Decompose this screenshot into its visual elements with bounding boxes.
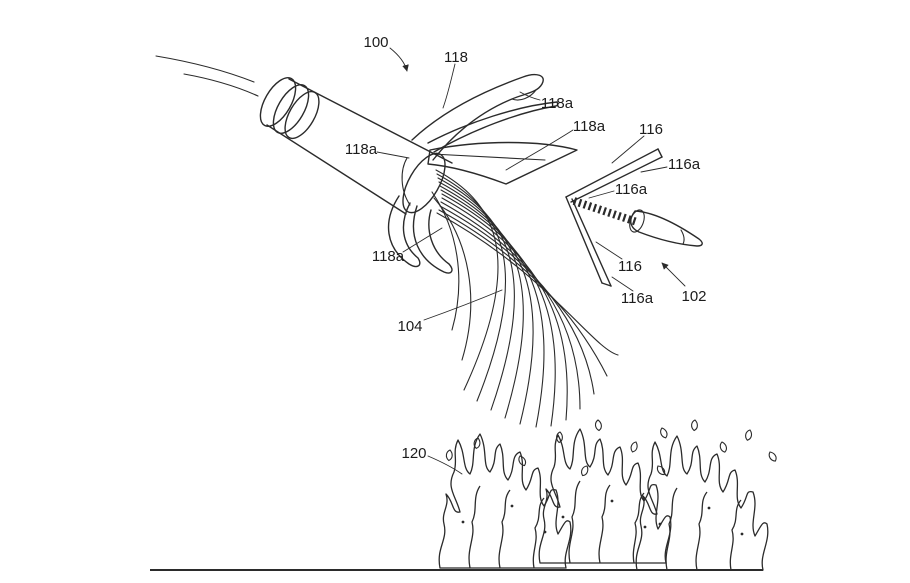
label-116a-bottom: 116a <box>621 290 654 307</box>
leader-116a-right <box>640 166 668 173</box>
petal-right-blade <box>427 141 578 185</box>
label-118a-top: 118a <box>541 95 574 112</box>
streamer <box>431 191 460 331</box>
spark-droplet <box>655 463 667 477</box>
body-top-edge <box>288 78 453 164</box>
label-118a-lower: 118a <box>372 248 405 265</box>
dart-fin-upper-tip <box>657 148 663 158</box>
dart-nose-base <box>629 209 645 233</box>
dart-nose-band <box>680 229 685 245</box>
label-104: 104 <box>397 318 422 335</box>
petal-upper-blade <box>427 101 559 153</box>
streamer <box>435 169 499 391</box>
spark-droplet <box>718 440 728 454</box>
flame-cluster <box>438 433 572 569</box>
arrow-102 <box>661 262 686 287</box>
projectile-body <box>155 55 453 215</box>
nozzle-collar <box>401 157 411 206</box>
streamer <box>438 181 524 419</box>
leader-118a-left <box>376 151 410 159</box>
streamer <box>441 197 568 421</box>
body-bottom-edge <box>266 124 407 215</box>
dart-nose-cone <box>630 210 703 247</box>
streamer <box>436 212 619 356</box>
motion-line <box>155 55 255 83</box>
petal-lower-blade <box>387 195 421 268</box>
spark-droplet <box>659 426 669 440</box>
spark-droplet <box>690 419 699 432</box>
dart-fin-lower-tip <box>601 282 612 287</box>
flame-cluster <box>538 428 672 564</box>
body-rear-cap <box>259 77 297 127</box>
petal-lower-blade <box>412 205 453 274</box>
dart-assembly <box>565 148 703 287</box>
streamer <box>439 205 595 395</box>
label-116a-mid: 116a <box>615 181 648 198</box>
streamer <box>433 197 472 361</box>
petal-top-curl <box>411 73 544 161</box>
spark-droplet <box>579 464 591 478</box>
streamer <box>439 185 534 425</box>
leader-116-bottom <box>595 241 623 260</box>
arrow-100 <box>389 47 409 72</box>
flames <box>438 419 779 571</box>
leader-104 <box>423 289 503 321</box>
spark-droplet <box>628 440 640 454</box>
streamer <box>440 189 545 428</box>
label-118a-mid: 118a <box>573 118 606 135</box>
leader-116a-mid <box>588 190 615 199</box>
leader-118a-mid <box>505 129 574 171</box>
leader-118 <box>442 63 456 109</box>
leader-lines <box>376 47 686 475</box>
dart-fin-upper <box>570 156 663 203</box>
spark-droplet <box>767 450 779 464</box>
leader-116-top <box>611 135 645 164</box>
label-102: 102 <box>681 288 706 305</box>
deployed-petals <box>387 73 578 274</box>
dart-fin-upper <box>565 148 659 198</box>
label-116a-right: 116a <box>668 156 701 173</box>
dart-fin-lower <box>571 198 612 287</box>
label-120: 120 <box>401 445 426 462</box>
leader-118a-lower <box>402 227 443 253</box>
petal-fold-line <box>431 153 546 161</box>
reference-labels: 100 118 118a 118a 116 116a 116a 118a 118… <box>345 34 707 462</box>
streamer <box>437 177 515 411</box>
leader-116a-bottom <box>611 276 634 292</box>
label-116-top: 116 <box>639 121 663 138</box>
leader-118a-top <box>519 91 541 101</box>
streamers <box>431 169 619 428</box>
label-118: 118 <box>444 49 468 66</box>
petal-curl-tip <box>511 89 537 101</box>
label-100: 100 <box>363 34 388 51</box>
motion-line <box>183 73 259 97</box>
streamer <box>441 193 556 427</box>
spark-droplet <box>594 419 602 432</box>
leader-120 <box>427 455 463 475</box>
label-116-bottom: 116 <box>618 258 642 275</box>
spark-droplet <box>444 448 454 462</box>
dart-fin-lower <box>565 196 603 284</box>
dart-shaft-coil <box>572 197 639 226</box>
label-118a-left: 118a <box>345 141 378 158</box>
flame-cluster <box>635 435 769 571</box>
spark-droplet <box>743 428 754 442</box>
